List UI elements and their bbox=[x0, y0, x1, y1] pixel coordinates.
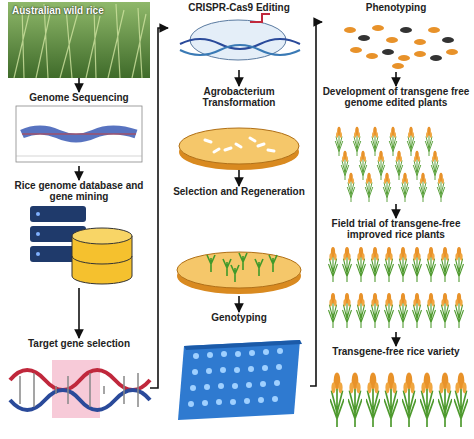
step-title: Genome Sequencing bbox=[8, 92, 150, 103]
database-cylinder bbox=[72, 228, 132, 244]
step-title: Selection and Regeneration bbox=[168, 186, 310, 197]
step-title: Transgene-free rice variety bbox=[322, 346, 470, 357]
flow-arrow bbox=[78, 78, 80, 92]
server bbox=[30, 206, 86, 222]
step-title: Rice genome database and gene mining bbox=[8, 180, 150, 202]
well-plate bbox=[178, 340, 300, 420]
step-title: Development of transgene free genome edi… bbox=[322, 86, 470, 108]
step-node: Development of transgene free genome edi… bbox=[322, 86, 470, 204]
plant-grid bbox=[335, 127, 445, 202]
flow-arrow bbox=[395, 204, 397, 218]
step-node: CRISPR-Cas9 Editing bbox=[168, 2, 310, 70]
flow-arrow bbox=[310, 22, 322, 386]
step-title: CRISPR-Cas9 Editing bbox=[168, 2, 310, 13]
step-node: Genome Sequencing bbox=[8, 92, 150, 166]
step-node: Phenotyping bbox=[322, 2, 470, 72]
step-title: Phenotyping bbox=[322, 2, 470, 13]
flow-arrow bbox=[395, 72, 397, 86]
step-node: Agrobacterium Transformation bbox=[168, 86, 310, 170]
variety-row bbox=[330, 372, 468, 427]
step-title: Genotyping bbox=[168, 312, 310, 323]
step-title: Target gene selection bbox=[8, 338, 150, 349]
step-title: Field trial of transgene-free improved r… bbox=[322, 218, 470, 240]
field-rows bbox=[329, 247, 464, 328]
flow-arrow bbox=[238, 170, 240, 186]
flow-arrow bbox=[238, 296, 240, 312]
step-title: Agrobacterium Transformation bbox=[168, 86, 310, 108]
flow-arrow bbox=[78, 288, 80, 338]
step-node: Transgene-free rice variety bbox=[322, 346, 470, 436]
step-node: Rice genome database and gene mining bbox=[8, 180, 150, 288]
step-node: Field trial of transgene-free improved r… bbox=[322, 218, 470, 332]
plot bbox=[16, 106, 142, 162]
flow-arrow bbox=[150, 28, 168, 388]
step-node: Australian wild rice bbox=[8, 2, 150, 78]
step-node: Genotyping bbox=[168, 312, 310, 426]
step-title: Australian wild rice bbox=[8, 2, 150, 16]
photo bbox=[8, 2, 150, 78]
step-node: Target gene selection bbox=[8, 338, 150, 426]
seed-cluster bbox=[344, 25, 458, 69]
flow-arrow bbox=[238, 70, 240, 86]
flow-arrow bbox=[395, 332, 397, 346]
flow-arrow bbox=[78, 166, 80, 180]
step-node: Selection and Regeneration bbox=[168, 186, 310, 296]
